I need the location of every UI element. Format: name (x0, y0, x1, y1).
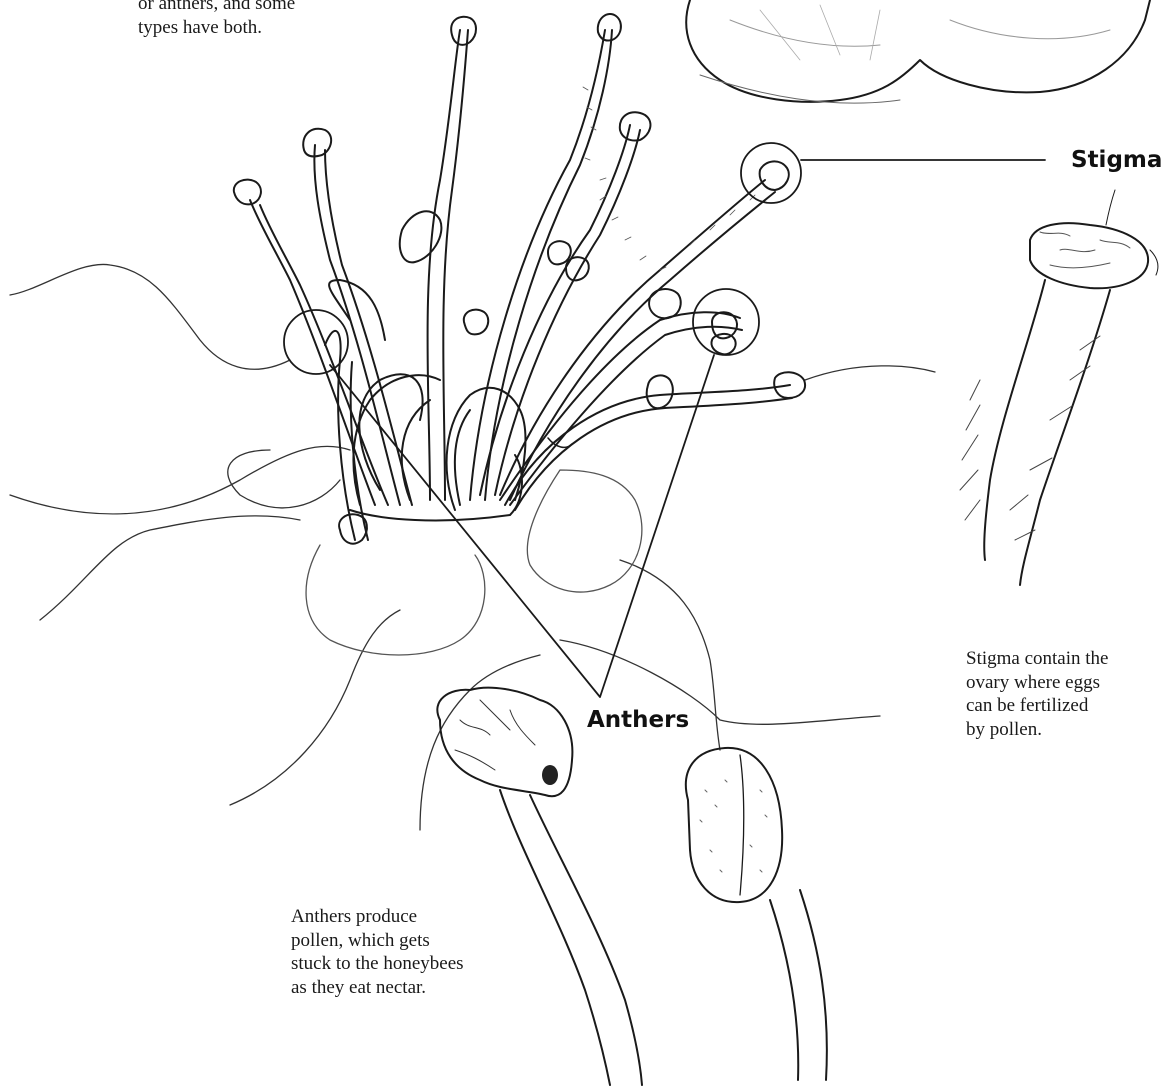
stigma-caption-line-4: by pollen. (966, 718, 1108, 742)
stamen-hairs (583, 87, 755, 270)
intro-caption: or anthers, and some types have both. (138, 0, 295, 39)
stigma-caption-line-1: Stigma contain the (966, 647, 1108, 671)
anther-detail-oval (686, 748, 827, 1080)
top-petal (686, 0, 1150, 103)
anthers-caption-line-2: pollen, which gets (291, 929, 464, 953)
stigma-caption: Stigma contain the ovary where eggs can … (966, 647, 1108, 741)
anthers-caption: Anthers produce pollen, which gets stuck… (291, 905, 464, 999)
stigma-label: Stigma (1071, 147, 1162, 173)
background-petals (10, 264, 935, 830)
stigma-detail (960, 190, 1158, 585)
stamen-cluster (234, 14, 805, 544)
intro-line-2: types have both. (138, 16, 295, 40)
stigma-caption-line-2: ovary where eggs (966, 671, 1108, 695)
intro-line-1: or anthers, and some (138, 0, 295, 16)
anther-detail-rough (437, 688, 642, 1085)
anthers-caption-line-4: as they eat nectar. (291, 976, 464, 1000)
stigma-caption-line-3: can be fertilized (966, 694, 1108, 718)
anthers-caption-line-1: Anthers produce (291, 905, 464, 929)
anthers-caption-line-3: stuck to the honeybees (291, 952, 464, 976)
anthers-label: Anthers (587, 707, 689, 733)
callouts (284, 143, 1045, 697)
